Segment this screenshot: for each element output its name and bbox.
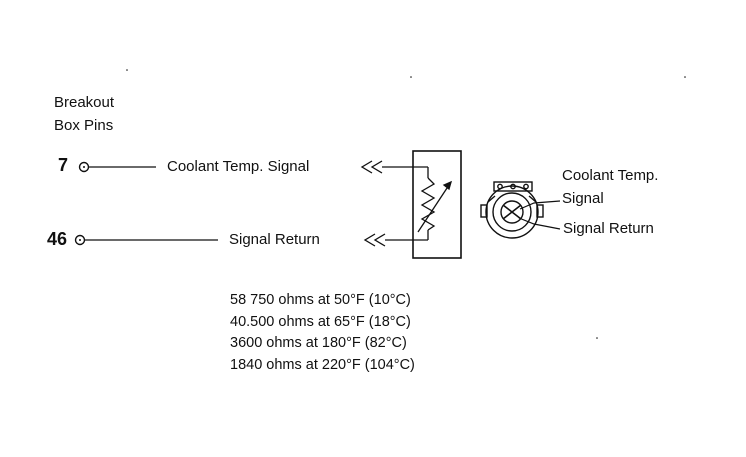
sensor-icon: [480, 181, 544, 239]
sensor-box: [412, 150, 462, 259]
pin-46-label: Signal Return: [229, 231, 320, 248]
pin-46-terminal-icon: [74, 234, 86, 246]
pin-7-terminal-icon: [78, 161, 90, 173]
pin-7-label: Coolant Temp. Signal: [167, 158, 310, 175]
resistance-row: 3600 ohms at 180°F (82°C): [230, 335, 407, 351]
sensor-leader-lines: [518, 200, 561, 230]
sensor-signal-label: Signal: [562, 190, 604, 207]
resistance-row: 40.500 ohms at 65°F (18°C): [230, 313, 411, 330]
connector-arrow-icon: [363, 233, 386, 247]
pin-number-46: 46: [47, 229, 68, 249]
pin-number-7: 7: [58, 155, 69, 175]
breakout-header-line1: Breakout: [54, 94, 115, 111]
connector-arrow-icon: [360, 160, 383, 174]
resistance-row: 58 750 ohms at 50°F (10°C): [230, 292, 411, 308]
breakout-header-line2: Box Pins: [54, 117, 114, 134]
sensor-title: Coolant Temp.: [562, 167, 659, 184]
resistance-row: 1840 ohms at 220°F (104°C): [230, 356, 415, 373]
variable-resistor-icon: [417, 177, 453, 233]
sensor-return-label: Signal Return: [563, 220, 654, 237]
